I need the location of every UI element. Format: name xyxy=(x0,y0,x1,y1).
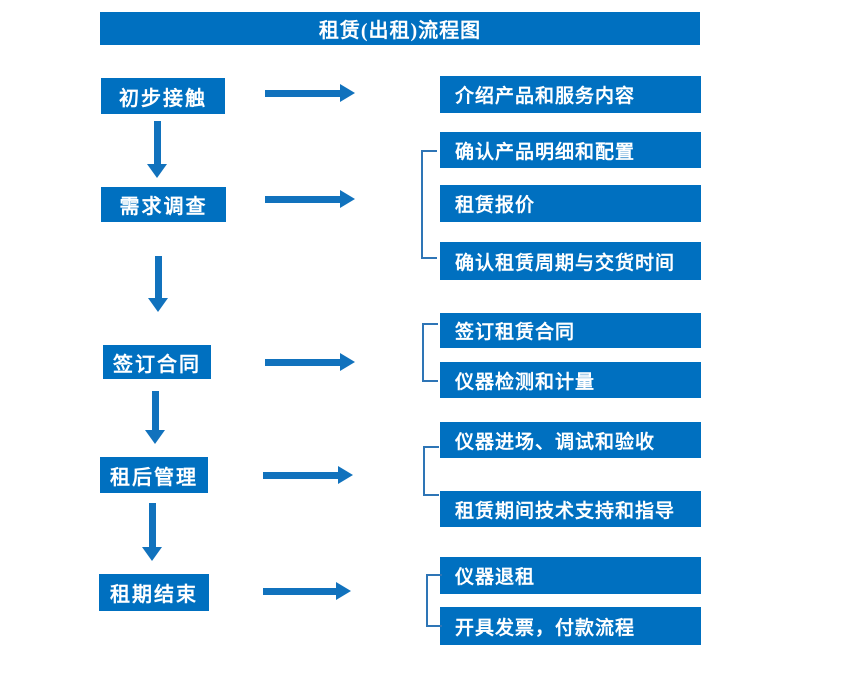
detail-box-confirm-period-delivery: 确认租赁周期与交货时间 xyxy=(440,242,701,280)
bracket-step4-details xyxy=(423,446,439,496)
bracket-step5-details xyxy=(426,574,442,627)
detail-box-introduce-products: 介绍产品和服务内容 xyxy=(440,76,701,113)
detail-box-instrument-setup-acceptance: 仪器进场、调试和验收 xyxy=(440,422,701,458)
detail-box-confirm-product-config: 确认产品明细和配置 xyxy=(440,132,701,168)
flowchart-title-bar: 租赁(出租)流程图 xyxy=(100,12,700,45)
arrow-right-step1-icon xyxy=(265,84,355,103)
step-box-demand-survey: 需求调查 xyxy=(101,187,226,222)
arrow-right-step5-icon xyxy=(263,582,351,601)
step-box-initial-contact: 初步接触 xyxy=(101,78,225,114)
arrow-right-step2-icon xyxy=(265,190,355,209)
arrow-down-step3-step4-icon xyxy=(145,391,166,444)
detail-box-instrument-return: 仪器退租 xyxy=(440,557,701,594)
arrow-down-step1-step2-icon xyxy=(147,121,168,178)
flowchart-title: 租赁(出租)流程图 xyxy=(318,20,482,42)
step-box-post-rental-management: 租后管理 xyxy=(100,457,208,493)
bracket-step3-details xyxy=(422,323,438,382)
detail-box-sign-rental-contract: 签订租赁合同 xyxy=(440,313,701,348)
step-box-rental-end: 租期结束 xyxy=(99,574,209,611)
detail-box-rental-quote: 租赁报价 xyxy=(440,185,701,222)
detail-box-technical-support: 租赁期间技术支持和指导 xyxy=(440,491,701,527)
detail-box-invoice-payment: 开具发票，付款流程 xyxy=(440,607,701,645)
arrow-down-step4-step5-icon xyxy=(142,503,163,561)
arrow-right-step3-icon xyxy=(265,353,355,372)
arrow-down-step2-step3-icon xyxy=(148,256,169,312)
bracket-step2-details xyxy=(421,150,437,259)
step-box-sign-contract: 签订合同 xyxy=(103,345,211,379)
detail-box-instrument-inspection: 仪器检测和计量 xyxy=(440,362,701,398)
arrow-right-step4-icon xyxy=(263,466,353,485)
